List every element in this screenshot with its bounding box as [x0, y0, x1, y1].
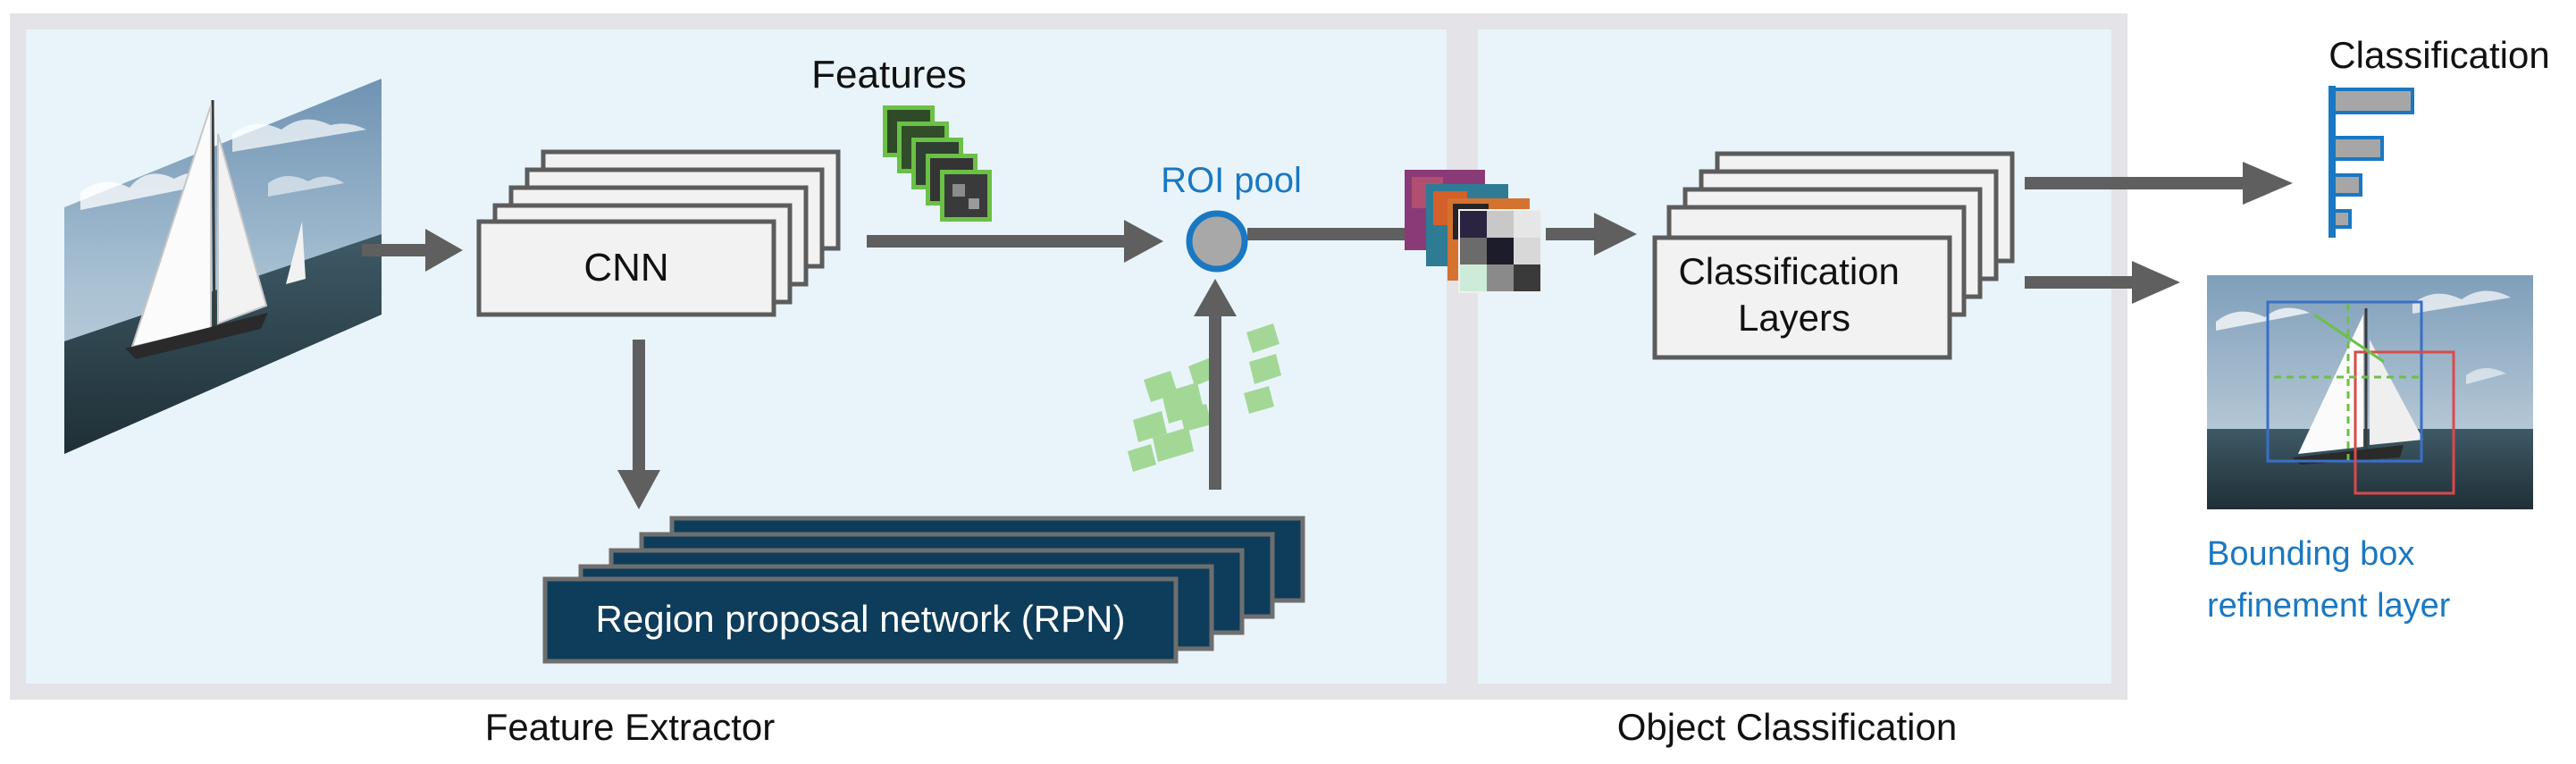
pooled-features-icon: [1405, 170, 1542, 293]
arrow-cnn-to-roi-pool: [867, 220, 1163, 263]
bbox-refinement-label: Bounding box refinement layer: [2207, 535, 2451, 625]
feature-maps-icon: [883, 105, 992, 222]
predicted-bbox-blue: [2266, 300, 2423, 463]
refined-bbox-red: [2354, 350, 2455, 495]
arrow-cnn-to-rpn: [617, 340, 660, 509]
rpn-stack: Region proposal network (RPN): [542, 516, 1305, 664]
class-histogram-icon: [2328, 86, 2414, 238]
feature-extractor-caption: Feature Extractor: [485, 706, 775, 748]
bbox-refinement-line-1: Bounding box: [2207, 535, 2414, 573]
cnn-stack: CNN: [476, 149, 841, 317]
features-label: Features: [811, 53, 967, 97]
bbox-output-image: [2207, 275, 2533, 509]
roi-pool-node: [1186, 210, 1248, 273]
arrow-to-bbox-refinement: [2025, 261, 2180, 304]
arrow-to-classification: [2025, 162, 2293, 205]
arrow-pooled-to-classification-layers: [1546, 213, 1637, 256]
classification-layers-line-2: Layers: [1738, 297, 1850, 339]
bbox-refinement-line-2: refinement layer: [2207, 587, 2451, 625]
object-classification-caption: Object Classification: [1617, 706, 1957, 748]
classification-layers-label: Classification Layers: [1678, 250, 1909, 339]
roi-pool-label: ROI pool: [1161, 161, 1302, 200]
cnn-label: CNN: [583, 246, 668, 290]
arrow-rpn-to-roi-pool: [1194, 279, 1237, 490]
region-proposals-icon: [1128, 323, 1281, 472]
rpn-label: Region proposal network (RPN): [596, 598, 1126, 640]
classification-layers-line-1: Classification: [1678, 250, 1899, 292]
classification-layers-stack: Classification Layers: [1652, 151, 2015, 360]
classification-output-label: Classification: [2328, 34, 2549, 76]
input-image: [64, 79, 382, 454]
arrow-image-to-cnn: [362, 229, 463, 272]
